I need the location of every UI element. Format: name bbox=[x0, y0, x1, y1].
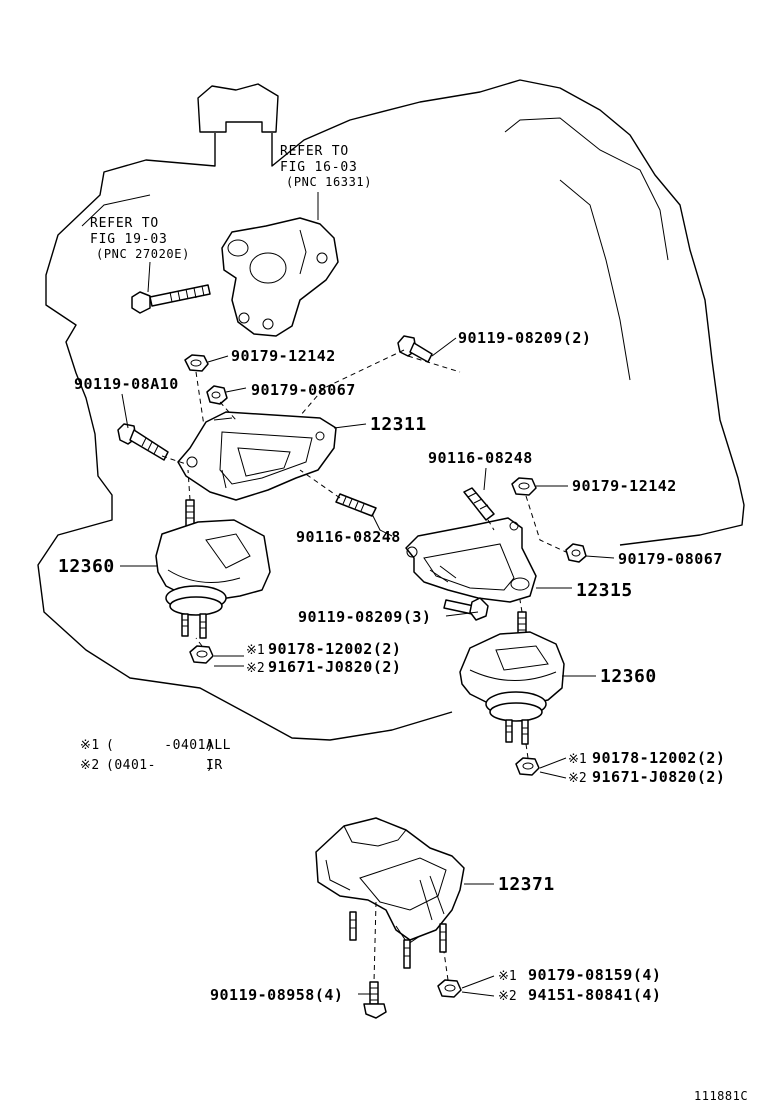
reference-fig-19-03: REFER TO FIG 19-03 (PNC 27020E) bbox=[90, 216, 190, 261]
nut-90179-08067-upper bbox=[206, 385, 228, 405]
rear-mount-12371 bbox=[315, 817, 465, 969]
variant-parts-right: ※1 90178-12002(2) ※2 91671-J0820(2) bbox=[568, 749, 725, 786]
callout-90116-08248-right: 90116-08248 bbox=[428, 449, 533, 467]
mount-insulator-12360-left bbox=[155, 499, 271, 639]
variant-mark: ※1 bbox=[498, 969, 517, 984]
nut-90178-12002-left bbox=[189, 645, 214, 664]
bolt-90119-08209-lower bbox=[443, 597, 489, 621]
callout-12360-right: 12360 bbox=[600, 666, 657, 687]
note-range: (0401- ) bbox=[106, 758, 214, 773]
callout-90116-08248-left: 90116-08248 bbox=[296, 528, 401, 546]
nut-90179-12142-right bbox=[511, 477, 537, 496]
callout-90179-08067-upper: 90179-08067 bbox=[251, 381, 356, 399]
note-mark: ※2 bbox=[80, 758, 100, 773]
nut-90179-08159 bbox=[437, 979, 462, 998]
variant-parts-left: ※1 90178-12002(2) ※2 91671-J0820(2) bbox=[246, 640, 401, 676]
engine-mount-bracket-12311 bbox=[177, 411, 337, 501]
note-scope: IR bbox=[206, 758, 223, 773]
bolt-90119-08209-upper bbox=[397, 335, 433, 363]
callout-90179-08067-right: 90179-08067 bbox=[618, 550, 723, 568]
reference-fig-16-03: REFER TO FIG 16-03 (PNC 16331) bbox=[280, 144, 372, 189]
bolt-90119-08958 bbox=[363, 981, 387, 1019]
note-mark: ※1 bbox=[80, 738, 100, 753]
variant-mark: ※2 bbox=[568, 771, 587, 786]
leader-lines bbox=[120, 192, 615, 997]
callout-90119-08A10: 90119-08A10 bbox=[74, 375, 179, 393]
callout-12371: 12371 bbox=[498, 874, 555, 895]
diagram-code: 111881C bbox=[694, 1089, 748, 1103]
ref-line3: (PNC 27020E) bbox=[96, 247, 190, 261]
callout-12315: 12315 bbox=[576, 580, 633, 601]
bolt-90119-08A10 bbox=[117, 423, 169, 461]
note-scope: ALL bbox=[206, 738, 231, 753]
ref-line2: FIG 16-03 bbox=[280, 160, 358, 175]
nut-90178-12002-right bbox=[515, 757, 540, 776]
variant-part-number: 91671-J0820(2) bbox=[268, 658, 401, 676]
notes-legend: ※1 ( -0401) ALL ※2 (0401- ) IR bbox=[80, 738, 231, 773]
note-range: ( -0401) bbox=[106, 738, 214, 753]
variant-mark: ※2 bbox=[246, 661, 265, 676]
engine-block-outline bbox=[37, 79, 745, 741]
variant-part-number: 90178-12002(2) bbox=[268, 640, 401, 658]
variant-part-number: 94151-80841(4) bbox=[528, 986, 661, 1004]
callout-12311: 12311 bbox=[370, 414, 427, 435]
nut-90179-12142-upper bbox=[184, 354, 209, 372]
stud-90116-08248-left bbox=[335, 493, 377, 517]
part-callouts: 90119-08209(2) 90179-12142 90119-08A10 9… bbox=[58, 329, 723, 1004]
variant-mark: ※1 bbox=[246, 643, 265, 658]
callout-12360-left: 12360 bbox=[58, 556, 115, 577]
engine-mount-bracket-12315 bbox=[405, 517, 537, 603]
ref-line1: REFER TO bbox=[90, 216, 159, 231]
ref-line1: REFER TO bbox=[280, 144, 349, 159]
nut-90179-08067-right bbox=[565, 543, 587, 563]
variant-mark: ※1 bbox=[568, 752, 587, 767]
callout-90119-08958-4: 90119-08958(4) bbox=[210, 986, 343, 1004]
variant-part-number: 90179-08159(4) bbox=[528, 966, 661, 984]
callout-90179-12142-upper: 90179-12142 bbox=[231, 347, 336, 365]
variant-mark: ※2 bbox=[498, 989, 517, 1004]
mount-insulator-12360-right bbox=[459, 611, 565, 745]
variant-part-number: 90178-12002(2) bbox=[592, 749, 725, 767]
variant-parts-bottom: ※1 90179-08159(4) ※2 94151-80841(4) bbox=[498, 966, 661, 1004]
variant-part-number: 91671-J0820(2) bbox=[592, 768, 725, 786]
long-bolt-ref-fig-19-03 bbox=[131, 284, 211, 314]
callout-90119-08209-2: 90119-08209(2) bbox=[458, 329, 591, 347]
stud-90116-08248-right bbox=[463, 487, 495, 521]
ref-line3: (PNC 16331) bbox=[286, 175, 372, 189]
callout-90119-08209-3: 90119-08209(3) bbox=[298, 608, 431, 626]
water-pump-housing bbox=[221, 217, 339, 337]
callout-90179-12142-right: 90179-12142 bbox=[572, 477, 677, 495]
ref-line2: FIG 19-03 bbox=[90, 232, 168, 247]
